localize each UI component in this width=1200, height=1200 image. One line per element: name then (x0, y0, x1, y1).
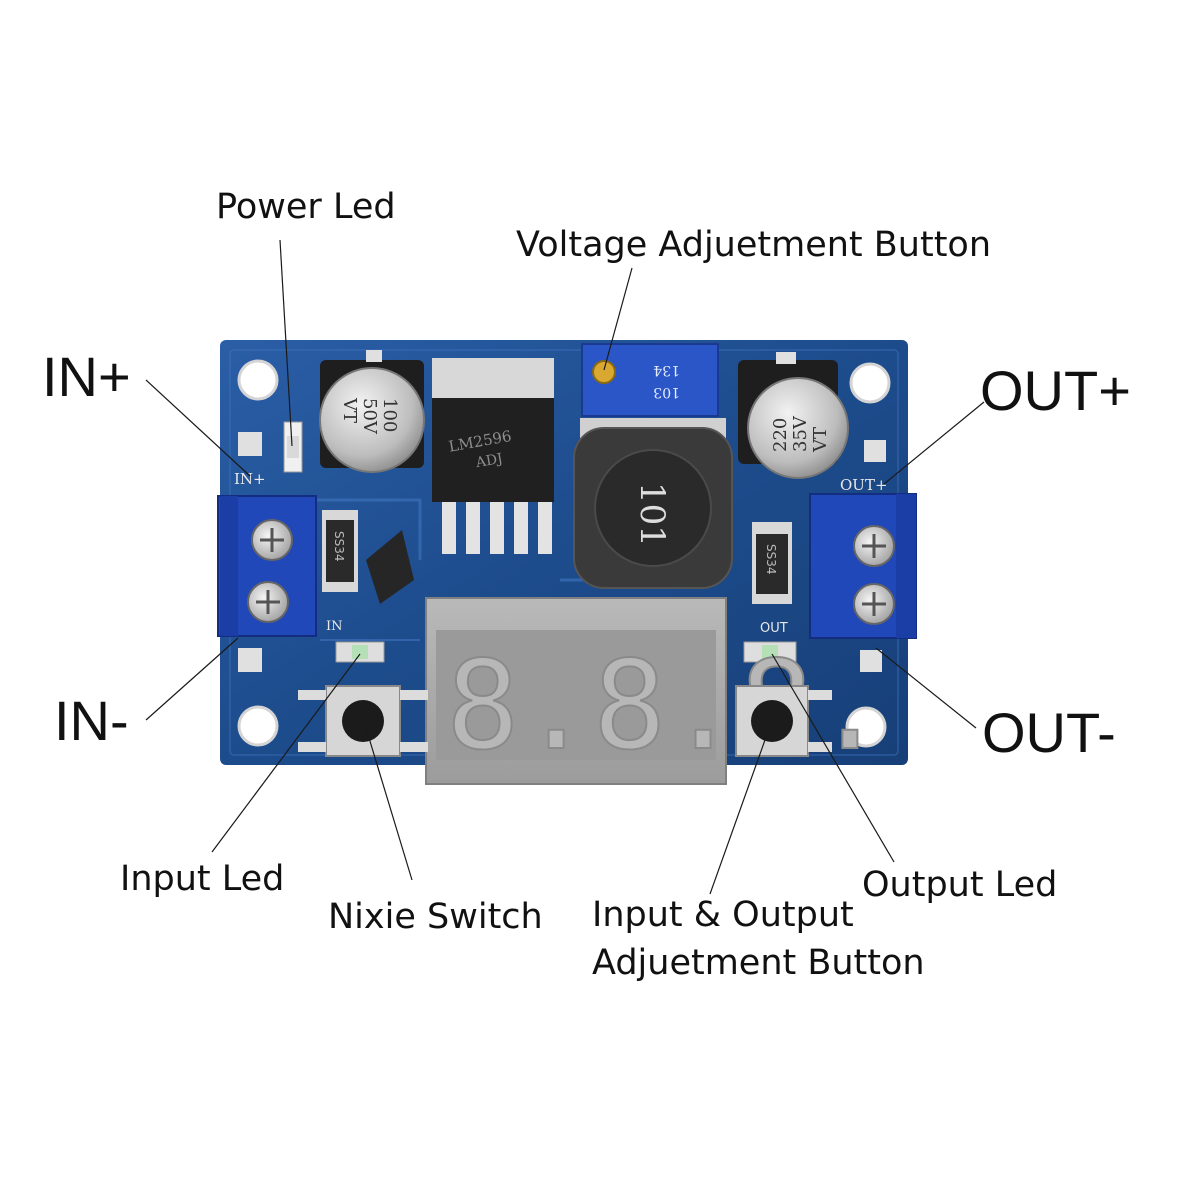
seven-segment-display: 8.8.8. (425, 597, 888, 785)
leader-out-minus (875, 647, 977, 729)
solder-pad (238, 432, 262, 456)
svg-text:220: 220 (770, 418, 791, 452)
svg-text:ADJ: ADJ (474, 451, 504, 472)
leader-nixie-switch (365, 727, 413, 881)
label-in-minus: IN- (54, 689, 129, 752)
inductor: 101 (573, 418, 733, 589)
label-out-plus: OUT+ (980, 359, 1131, 422)
svg-text:134: 134 (653, 362, 680, 378)
io-adjust-switch[interactable] (735, 685, 832, 757)
label-nixie-switch: Nixie Switch (328, 897, 543, 937)
svg-text:100: 100 (379, 398, 400, 432)
svg-text:50V: 50V (359, 398, 380, 435)
svg-text:SS34: SS34 (764, 544, 778, 575)
nixie-switch[interactable] (298, 685, 428, 757)
leader-lines (145, 239, 985, 895)
mounting-hole (237, 359, 279, 401)
svg-text:VT: VT (339, 397, 360, 423)
leader-power-led (279, 239, 293, 447)
label-in-plus: IN+ (42, 345, 131, 408)
silk-in-plus: IN+ (234, 470, 266, 488)
output-led (743, 641, 797, 663)
terminal-block-input[interactable] (217, 495, 317, 637)
power-led (283, 421, 303, 473)
transistor (366, 530, 414, 604)
svg-text:101: 101 (632, 482, 672, 547)
solder-pad (864, 440, 886, 462)
label-power-led: Power Led (216, 187, 396, 227)
mounting-holes (237, 359, 891, 748)
pot-screw[interactable] (592, 360, 616, 384)
leader-in-minus (145, 637, 239, 721)
diode-left: SS34 (322, 510, 358, 592)
svg-text:SS34: SS34 (332, 531, 346, 562)
leader-io-adjust (709, 725, 771, 895)
leader-in-plus (145, 379, 251, 477)
leader-out-plus (883, 401, 985, 485)
solder-pad (238, 648, 262, 672)
terminal-block-output[interactable] (809, 493, 917, 639)
leader-input-led (211, 653, 361, 853)
svg-text:VT: VT (810, 427, 831, 453)
label-out-minus: OUT- (982, 701, 1116, 764)
label-voltage-adjust: Voltage Adjuetment Button (516, 225, 991, 265)
label-io-adjust-line2: Adjuetment Button (592, 943, 925, 983)
diode-right: SS34 (752, 522, 792, 604)
capacitor-right: 220 35V VT (738, 352, 849, 479)
input-led (335, 641, 385, 663)
voltage-adjust-potentiometer[interactable]: 103 134 (581, 343, 719, 417)
mounting-hole (849, 362, 891, 404)
mounting-hole (237, 705, 279, 747)
label-output-led: Output Led (862, 865, 1057, 905)
leader-voltage-adjust (603, 267, 633, 371)
regulator-ic: LM2596 ADJ (432, 358, 554, 554)
leader-output-led (771, 653, 895, 863)
label-input-led: Input Led (120, 859, 284, 899)
display-digits: 8.8.8. (446, 635, 887, 777)
silk-in: IN (326, 619, 343, 634)
capacitor-left: 100 50V VT (319, 350, 425, 473)
label-io-adjust-line1: Input & Output (592, 895, 854, 935)
silk-out-plus: OUT+ (840, 476, 888, 494)
silk-out: OUT (760, 621, 788, 636)
svg-text:103: 103 (653, 384, 680, 400)
solder-pad (860, 650, 882, 672)
svg-text:35V: 35V (790, 415, 811, 452)
mounting-hole (845, 706, 887, 748)
